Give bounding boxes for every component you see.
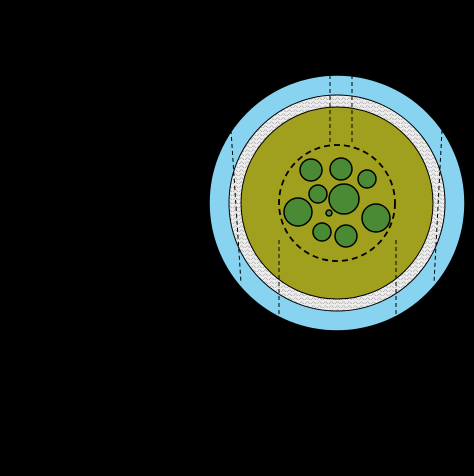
particle-9 bbox=[334, 224, 358, 248]
particle-4 bbox=[308, 184, 328, 204]
particle-3 bbox=[357, 169, 377, 189]
particle-7 bbox=[361, 203, 391, 233]
guide-line-4 bbox=[433, 129, 443, 284]
guide-lines bbox=[230, 75, 443, 325]
particle-10 bbox=[325, 209, 333, 217]
particle-cluster bbox=[283, 157, 391, 248]
particle-1 bbox=[299, 158, 323, 182]
particle-2 bbox=[329, 157, 353, 181]
particle-5 bbox=[328, 183, 360, 215]
guide-line-3 bbox=[230, 129, 242, 284]
particle-8 bbox=[312, 222, 332, 242]
particle-6 bbox=[283, 197, 313, 227]
